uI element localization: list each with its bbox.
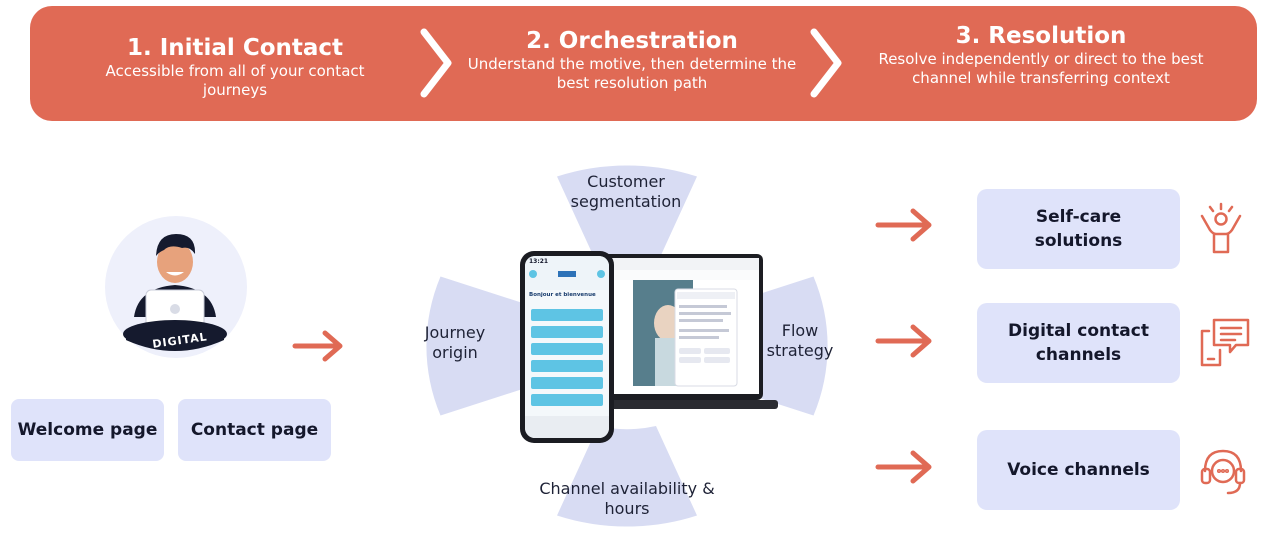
step-description: Resolve independently or direct to the b…	[878, 50, 1204, 87]
segment-top	[557, 165, 697, 266]
process-banner: 1. Initial Contact Accessible from all o…	[30, 6, 1257, 121]
person-celebrating-icon	[1200, 202, 1242, 254]
laptop-illustration	[573, 254, 778, 409]
chat-bubbles-icon	[1200, 318, 1250, 367]
contact-page-box: Contact page	[178, 399, 331, 461]
triangle-pointer-icon	[614, 445, 640, 470]
arrow-right-icon	[875, 208, 932, 242]
channel-self-care: Self-care solutions	[977, 189, 1180, 269]
step-title: 3. Resolution	[955, 23, 1127, 49]
digital-user-avatar	[123, 234, 227, 351]
segment-label-left: Journey origin	[424, 323, 486, 362]
segment-label-right: Flow strategy	[766, 321, 834, 360]
segment-left	[426, 276, 535, 416]
channel-label: Self-care solutions	[1034, 207, 1123, 251]
segment-bottom	[557, 426, 697, 527]
welcome-page-box: Welcome page	[11, 399, 164, 461]
step-title: 2. Orchestration	[526, 28, 738, 54]
segment-label-bottom: Channel availability & hours	[539, 479, 715, 518]
headset-icon	[1200, 449, 1246, 495]
arrow-right-icon	[875, 450, 932, 484]
phone-greeting: Bonjour et bienvenue	[529, 292, 596, 298]
channel-voice: Voice channels	[977, 430, 1180, 510]
channel-label: Digital contact channels	[1008, 321, 1149, 365]
step-initial-contact: 1. Initial Contact Accessible from all o…	[70, 6, 400, 121]
chevron-right-icon	[420, 28, 452, 98]
phone-screen: 13:21 Bonjour et bienvenue	[525, 256, 609, 438]
channel-label: Voice channels	[1007, 460, 1150, 480]
arrow-right-icon	[875, 324, 932, 358]
phone-time: 13:21	[529, 258, 549, 265]
step-description: Understand the motive, then determine th…	[467, 55, 797, 92]
arrow-right-icon	[292, 330, 343, 362]
segment-label-top: Customer segmentation	[570, 172, 682, 211]
channel-digital-contact: Digital contact channels	[977, 303, 1180, 383]
step-description: Accessible from all of your contact jour…	[105, 62, 365, 99]
step-title: 1. Initial Contact	[126, 35, 344, 61]
step-orchestration: 2. Orchestration Understand the motive, …	[462, 6, 802, 121]
chevron-right-icon	[810, 28, 842, 98]
step-resolution: 3. Resolution Resolve independently or d…	[858, 6, 1224, 121]
phone-illustration: 13:21 Bonjour et bienvenue	[520, 251, 614, 443]
